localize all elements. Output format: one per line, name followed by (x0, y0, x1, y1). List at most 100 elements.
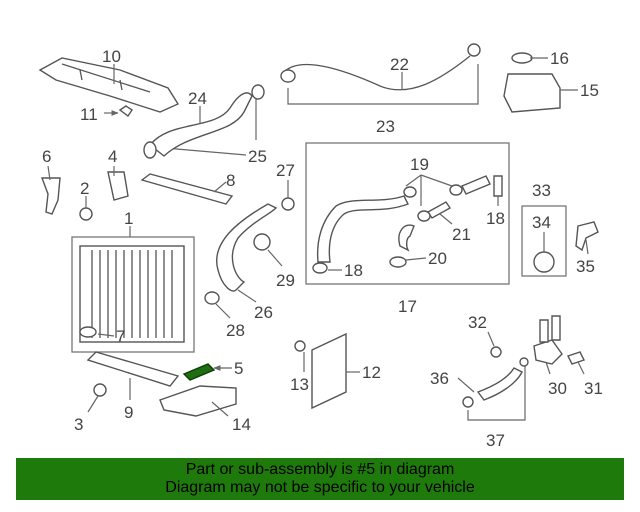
leader-26 (237, 289, 257, 303)
deflector-part-9 (86, 351, 180, 387)
leader-3 (87, 395, 99, 413)
housing-part-35 (575, 221, 599, 252)
clip-part-3 (93, 383, 107, 397)
clamp-19b (417, 210, 431, 222)
pipe-part-36 (476, 367, 523, 401)
banner-line-1: Part or sub-assembly is #5 in diagram (185, 461, 455, 478)
upper-hose-part-24 (149, 92, 253, 157)
parts-diagram: 1 2 3 4 5 6 7 8 9 10 11 12 13 14 15 16 1… (38, 43, 603, 450)
hose-clamp-a (143, 141, 157, 159)
air-baffle-detail (61, 63, 151, 93)
hose-kit-group-box (305, 142, 510, 285)
vent-tube-part-22 (283, 55, 471, 91)
outlet-pipes-part-30 (539, 315, 561, 343)
callout-18b: 18 (486, 209, 505, 228)
callout-26: 26 (254, 303, 273, 322)
callout-25: 25 (248, 147, 267, 166)
outlet-part-30 (533, 339, 563, 365)
leader-6 (47, 165, 51, 181)
washer-part-36 (462, 396, 474, 408)
leader-21 (439, 213, 453, 225)
callout-1: 1 (124, 209, 133, 228)
leader-32 (487, 331, 495, 347)
callout-13: 13 (290, 375, 309, 394)
callout-34: 34 (532, 213, 551, 232)
callout-15: 15 (580, 81, 599, 100)
reservoir-part-15 (503, 73, 561, 113)
callout-19: 19 (410, 155, 429, 174)
lower-hose-part-26 (216, 203, 278, 292)
callout-9: 9 (124, 403, 133, 422)
clamp-19a (403, 186, 417, 198)
gasket-part-31 (567, 351, 585, 365)
hose-part-21 (426, 201, 452, 219)
clamp-part-20 (389, 256, 407, 268)
leader-36 (457, 377, 475, 393)
callout-36: 36 (430, 369, 449, 388)
bracket-part-6 (40, 177, 61, 215)
bracket-part-4 (107, 171, 129, 201)
hose-clamp-part-27 (281, 197, 295, 211)
callout-7: 7 (116, 327, 125, 346)
bracket-25 (164, 98, 257, 156)
hose-clamp-b (251, 84, 265, 100)
callout-12: 12 (362, 363, 381, 382)
seal-part-8 (140, 173, 234, 205)
callout-30: 30 (548, 379, 567, 398)
leader-35 (585, 239, 589, 255)
callout-2: 2 (80, 179, 89, 198)
washer-part-37 (519, 357, 529, 367)
thermostat-part-34 (533, 251, 555, 273)
bracket-23 (287, 64, 479, 105)
hose-clamp-part-28 (204, 291, 220, 305)
callout-23: 23 (376, 117, 395, 136)
tube-clamp-right (467, 43, 481, 57)
leader-30 (545, 361, 551, 375)
callout-11: 11 (80, 105, 98, 124)
leader-20 (405, 257, 427, 261)
callout-33: 33 (532, 181, 551, 200)
callout-21: 21 (452, 225, 471, 244)
clamp-part-18a (312, 262, 328, 274)
deflector-part-14 (159, 385, 237, 417)
callout-17: 17 (398, 297, 417, 316)
callout-27: 27 (276, 161, 295, 180)
air-baffle-part-10 (38, 57, 180, 113)
bracket-37 (467, 366, 526, 421)
callout-10: 10 (102, 47, 121, 66)
callout-8: 8 (226, 171, 235, 190)
callout-20: 20 (428, 249, 447, 268)
hose-part-17-main (316, 195, 409, 263)
hose-19-pipe (461, 175, 491, 195)
fitting-part-32 (490, 346, 502, 358)
reservoir-cap-part-16 (511, 52, 533, 64)
callout-14: 14 (232, 415, 251, 434)
leader-28 (215, 303, 231, 319)
callout-22: 22 (390, 55, 409, 74)
leader-7 (97, 333, 115, 337)
leader-31 (577, 361, 585, 375)
callout-16: 16 (550, 49, 569, 68)
banner-line-2: Diagram may not be specific to your vehi… (165, 479, 475, 496)
callout-6: 6 (42, 147, 51, 166)
callout-31: 31 (584, 379, 603, 398)
baffle-part-12 (311, 332, 347, 410)
callout-32: 32 (468, 313, 487, 332)
clamp-19c (449, 184, 463, 196)
hose-part-20 (398, 224, 415, 252)
callout-4: 4 (108, 147, 117, 166)
callout-28: 28 (226, 321, 245, 340)
drain-plug-part-7 (79, 326, 97, 338)
part-info-banner: Part or sub-assembly is #5 in diagram Di… (16, 458, 624, 500)
hose-part-18b (493, 175, 503, 197)
highlighted-part-5 (182, 363, 216, 381)
bracket-19 (405, 174, 453, 206)
callout-3: 3 (74, 415, 83, 434)
tube-clamp-left (280, 69, 296, 83)
thermostat-group-box (521, 205, 567, 277)
callout-18a: 18 (344, 261, 363, 280)
callout-24: 24 (188, 89, 207, 108)
bolt-part-2 (79, 207, 93, 221)
radiator-fins (91, 250, 173, 338)
leader-14 (211, 401, 229, 417)
